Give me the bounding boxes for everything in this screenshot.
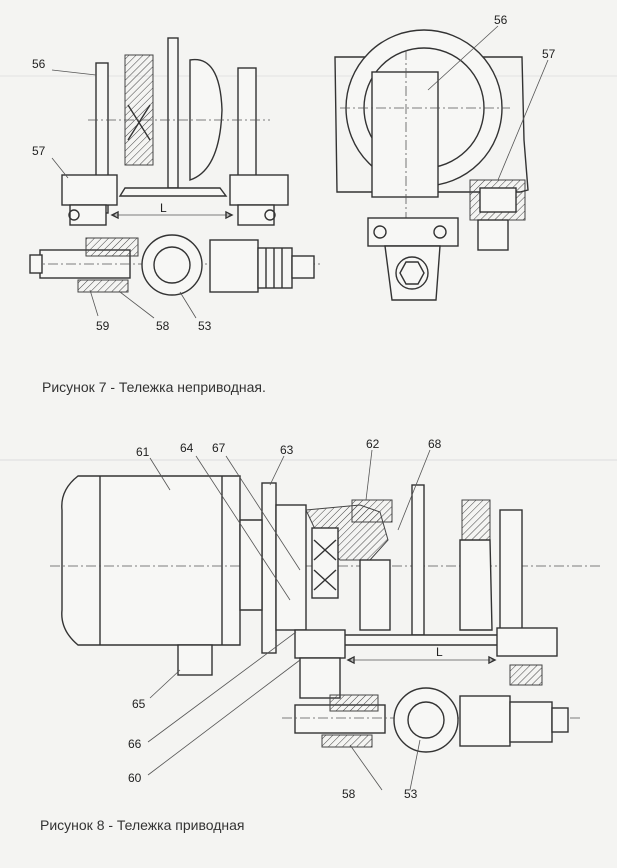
figure8-drive-view	[50, 449, 600, 791]
callout-53-fig8: 53	[404, 787, 418, 801]
figure8-callouts: 61 64 67 63 62 68 65 66 60 58 53 L	[128, 437, 443, 801]
figure7-side-view	[334, 25, 549, 301]
dimension-label-l-fig8: L	[436, 645, 443, 659]
callout-57-left: 57	[32, 144, 46, 158]
dimension-label-l-fig7: L	[160, 201, 167, 215]
callout-62: 62	[366, 437, 380, 451]
callout-60: 60	[128, 771, 142, 785]
callout-61: 61	[136, 445, 150, 459]
callout-58: 58	[156, 319, 170, 333]
callout-63: 63	[280, 443, 294, 457]
callout-56-right: 56	[494, 13, 508, 27]
callout-53: 53	[198, 319, 212, 333]
callout-56-left: 56	[32, 57, 46, 71]
figure7-front-view	[29, 37, 320, 319]
figure8-caption: Рисунок 8 - Тележка приводная	[40, 817, 245, 833]
callout-64: 64	[180, 441, 194, 455]
callout-59: 59	[96, 319, 110, 333]
callout-66: 66	[128, 737, 142, 751]
figure7-caption: Рисунок 7 - Тележка неприводная.	[42, 379, 266, 395]
callout-68: 68	[428, 437, 442, 451]
callout-65: 65	[132, 697, 146, 711]
callout-58-fig8: 58	[342, 787, 356, 801]
figure7-callouts: 56 57 59 58 53 56 57 L	[32, 13, 556, 333]
callout-67: 67	[212, 441, 226, 455]
callout-57-right: 57	[542, 47, 556, 61]
